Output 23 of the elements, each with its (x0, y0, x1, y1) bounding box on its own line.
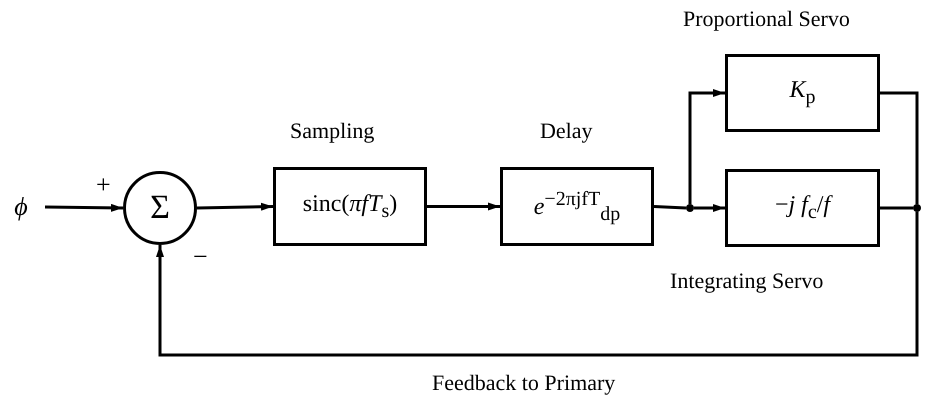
sigma-symbol: Σ (150, 189, 170, 227)
transfer-function-box (500, 167, 654, 246)
transfer-function: K$_{p}$ (789, 77, 816, 109)
arrow (44, 204, 124, 212)
arrow (688, 89, 725, 204)
transfer-function: −j f$_{c}$/f (774, 192, 830, 224)
arrow (156, 212, 918, 356)
arrow (427, 202, 500, 210)
sign-label: + (96, 170, 111, 200)
arrow (196, 202, 274, 211)
transfer-function-box (273, 167, 427, 246)
sign-label: − (193, 242, 208, 272)
transfer-function: sinc(πfT$_{s}$) (302, 190, 398, 222)
transfer-function-box (725, 54, 880, 132)
transfer-function-box (725, 169, 880, 247)
arrow (694, 204, 725, 212)
block-caption: Integrating Servo (670, 268, 824, 294)
input-label: ϕ (14, 192, 28, 222)
junction-dot (913, 204, 921, 212)
block-caption: Sampling (290, 118, 374, 144)
block-caption: Proportional Servo (683, 6, 850, 32)
junction-dot (686, 204, 694, 212)
block-caption: Delay (540, 118, 593, 144)
